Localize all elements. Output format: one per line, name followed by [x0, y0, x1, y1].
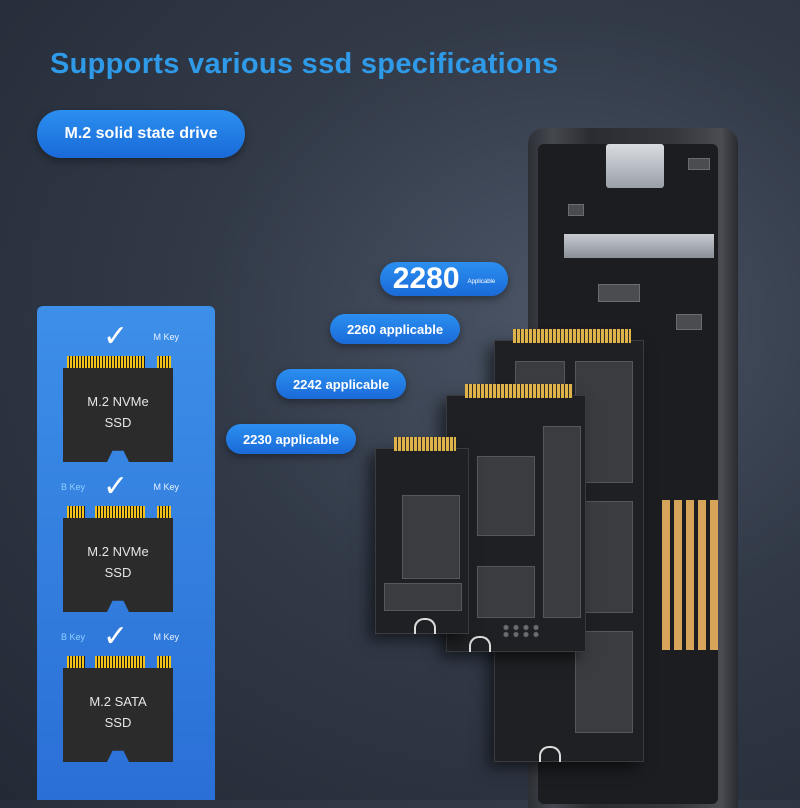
ssd-type-label: M.2 SATA [89, 694, 147, 709]
ssd-card-body: M.2 NVMe SSD [63, 518, 173, 612]
ssd-chip [477, 566, 535, 618]
ssd-chip [384, 583, 462, 611]
ssd-label: SSD [104, 715, 132, 730]
size-label-2260: 2260 applicable [330, 314, 460, 344]
ssd-chip [402, 495, 460, 579]
ssd-notch [539, 746, 561, 762]
ssd-type-label: M.2 NVMe [87, 544, 149, 559]
ssd-card-sata-bm: ✓ B Key M Key M.2 SATA SSD [61, 620, 179, 762]
ssd-gold-contacts [465, 384, 573, 398]
b-key-label: B Key [61, 482, 86, 492]
contact-strip [67, 356, 173, 368]
size-2280-suffix: Applicable [467, 279, 496, 285]
size-label-2230: 2230 applicable [226, 424, 356, 454]
m-key-label: M Key [153, 632, 179, 642]
ssd-card-body: M.2 SATA SSD [63, 668, 173, 762]
m-key-label: M Key [153, 482, 179, 492]
size-label-2280: 2280 Applicable [380, 262, 508, 296]
compatibility-panel: ✓ M Key M.2 NVMe SSD ✓ B Key M Key M.2 N… [37, 306, 215, 800]
check-mark-icon: ✓ [103, 320, 129, 353]
pcb-component [676, 314, 702, 330]
ssd-notch [414, 618, 436, 634]
ssd-label: SSD [104, 415, 132, 430]
ssd-chip [543, 426, 581, 618]
ssd-gold-contacts [513, 329, 631, 343]
ssd-pads [501, 624, 541, 638]
size-label-2242: 2242 applicable [276, 369, 406, 399]
ssd-2242-module [446, 384, 586, 652]
ssd-type-label: M.2 NVMe [87, 394, 149, 409]
ssd-notch [469, 636, 491, 652]
ssd-card-nvme-m: ✓ M Key M.2 NVMe SSD [63, 320, 179, 462]
pcb-gold-traces [662, 500, 718, 650]
check-mark-icon: ✓ [103, 620, 129, 653]
m2-connector-slot [564, 234, 714, 258]
pcb-component [688, 158, 710, 170]
check-mark-icon: ✓ [103, 470, 129, 503]
size-2280-number: 2280 [392, 262, 460, 295]
contact-strip [67, 506, 173, 518]
ssd-label: SSD [104, 565, 132, 580]
ssd-card-body: M.2 NVMe SSD [63, 368, 173, 462]
contact-strip [67, 656, 173, 668]
pcb-component [568, 204, 584, 216]
ssd-card-nvme-bm: ✓ B Key M Key M.2 NVMe SSD [61, 470, 179, 612]
pcb-component [598, 284, 640, 302]
b-key-label: B Key [61, 632, 86, 642]
usb-c-port [606, 144, 664, 188]
ssd-chip [477, 456, 535, 536]
category-badge: M.2 solid state drive [37, 110, 245, 158]
ssd-gold-contacts [394, 437, 456, 451]
m-key-label: M Key [153, 332, 179, 342]
ssd-2230-module [375, 437, 469, 634]
page-title: Supports various ssd specifications [50, 48, 559, 80]
